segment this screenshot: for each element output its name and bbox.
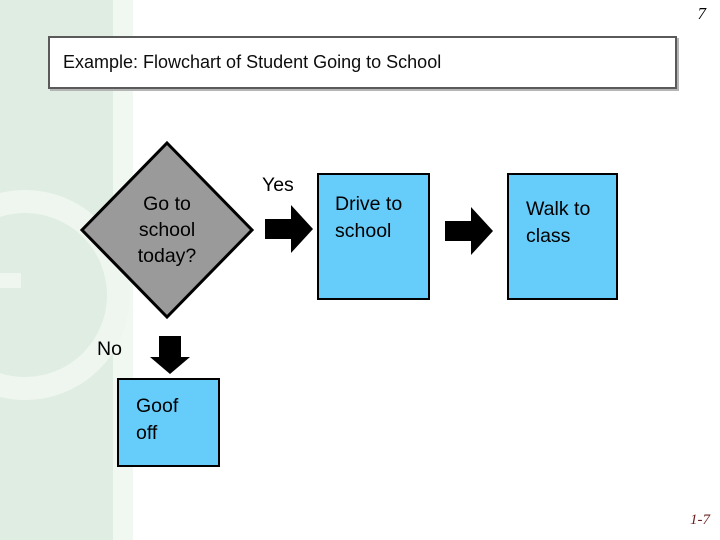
- process-box-walk: Walk to class: [507, 173, 618, 300]
- arrow-right-icon: [265, 205, 313, 253]
- tick-ornament: [0, 273, 21, 288]
- diamond-shape-icon: [80, 141, 254, 319]
- process-box-goof: Goof off: [117, 378, 220, 467]
- arrow-down-icon: [150, 336, 190, 374]
- arrow-right-icon: [445, 207, 493, 255]
- slide-number-top: 7: [697, 4, 707, 23]
- process-box-drive: Drive to school: [317, 173, 430, 300]
- no-label: No: [97, 338, 122, 360]
- slide-number-bottom: 1-7: [690, 512, 710, 528]
- title-box: Example: Flowchart of Student Going to S…: [48, 36, 677, 89]
- page-title: Example: Flowchart of Student Going to S…: [63, 52, 442, 72]
- decision-label: Go to school today?: [137, 193, 197, 267]
- decision-diamond: Go to school today?: [80, 141, 254, 319]
- yes-label: Yes: [262, 174, 294, 196]
